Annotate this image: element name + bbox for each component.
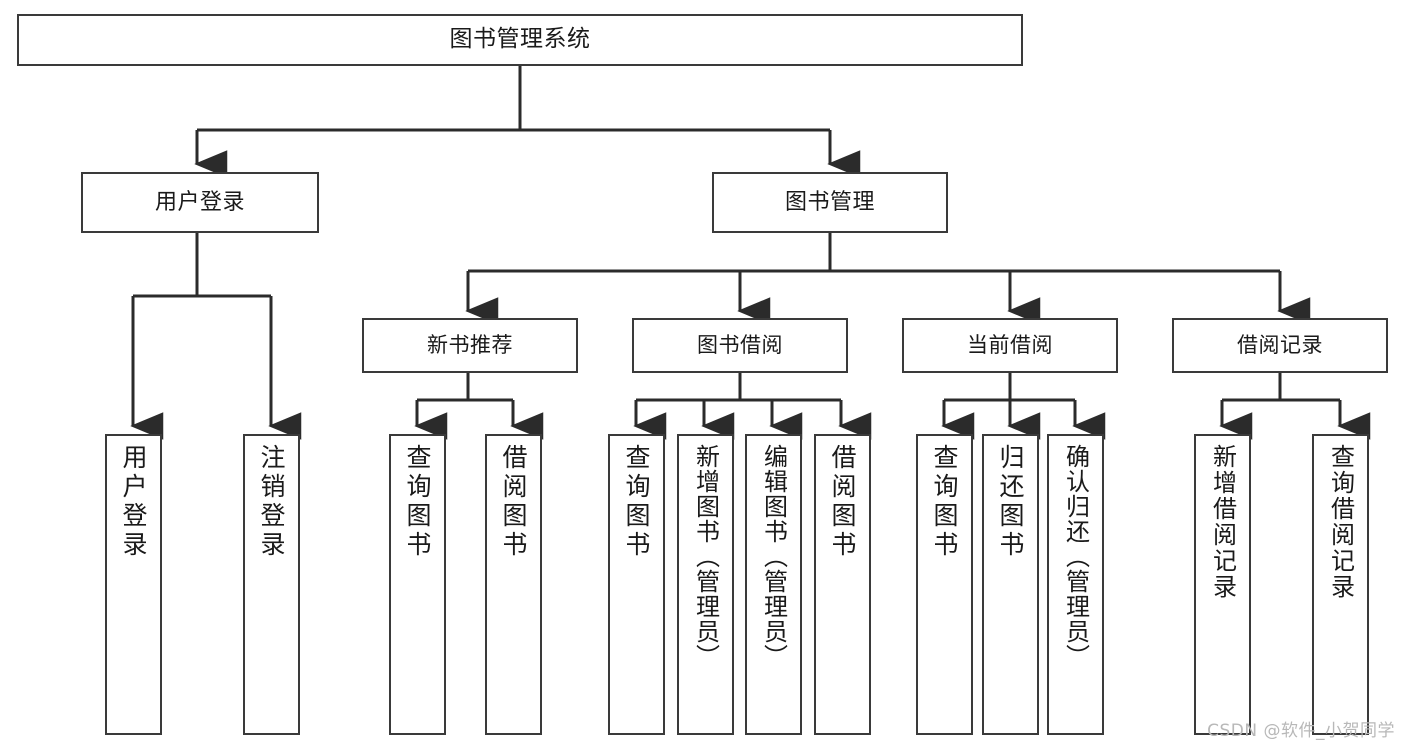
leaf-edit-book-admin[interactable]: 编辑图书（管理员）: [745, 434, 802, 735]
leaf-borrow-book-recommend[interactable]: 借阅图书: [485, 434, 542, 735]
node-label: 编辑图书（管理员）: [759, 444, 788, 669]
node-label: 新增图书（管理员）: [691, 444, 720, 669]
node-book-management[interactable]: 图书管理: [712, 172, 948, 233]
leaf-query-book-borrow[interactable]: 查询图书: [608, 434, 665, 735]
node-label: 查询图书: [622, 444, 651, 560]
node-book-borrow[interactable]: 图书借阅: [632, 318, 848, 373]
node-label: 当前借阅: [967, 333, 1053, 358]
leaf-add-borrow-record[interactable]: 新增借阅记录: [1194, 434, 1251, 735]
leaf-user-logout[interactable]: 注销登录: [243, 434, 300, 735]
node-user-login[interactable]: 用户登录: [81, 172, 319, 233]
leaf-query-book-current[interactable]: 查询图书: [916, 434, 973, 735]
leaf-query-book-recommend[interactable]: 查询图书: [389, 434, 446, 735]
node-label: 用户登录: [154, 189, 245, 215]
leaf-borrow-book[interactable]: 借阅图书: [814, 434, 871, 735]
node-label: 注销登录: [257, 444, 286, 560]
node-label: 查询图书: [930, 444, 959, 560]
leaf-user-login[interactable]: 用户登录: [105, 434, 162, 735]
node-borrow-record[interactable]: 借阅记录: [1172, 318, 1388, 373]
node-root-system[interactable]: 图书管理系统: [17, 14, 1023, 66]
watermark: CSDN @软件_小贺同学: [1207, 721, 1395, 741]
node-label: 图书管理系统: [449, 26, 591, 53]
node-label: 借阅图书: [828, 444, 857, 560]
node-label: 借阅图书: [499, 444, 528, 560]
node-label: 图书借阅: [697, 333, 783, 358]
node-label: 图书管理: [784, 189, 875, 215]
leaf-query-borrow-record[interactable]: 查询借阅记录: [1312, 434, 1369, 735]
node-label: 新增借阅记录: [1208, 444, 1237, 600]
node-new-book-recommend[interactable]: 新书推荐: [362, 318, 578, 373]
node-label: 新书推荐: [427, 333, 513, 358]
node-label: 用户登录: [119, 444, 148, 560]
node-label: 归还图书: [996, 444, 1025, 560]
leaf-add-book-admin[interactable]: 新增图书（管理员）: [677, 434, 734, 735]
node-label: 查询借阅记录: [1326, 444, 1355, 600]
leaf-confirm-return-admin[interactable]: 确认归还（管理员）: [1047, 434, 1104, 735]
leaf-return-book[interactable]: 归还图书: [982, 434, 1039, 735]
node-current-borrow[interactable]: 当前借阅: [902, 318, 1118, 373]
node-label: 查询图书: [403, 444, 432, 560]
node-label: 确认归还（管理员）: [1061, 444, 1090, 669]
node-label: 借阅记录: [1237, 333, 1323, 358]
